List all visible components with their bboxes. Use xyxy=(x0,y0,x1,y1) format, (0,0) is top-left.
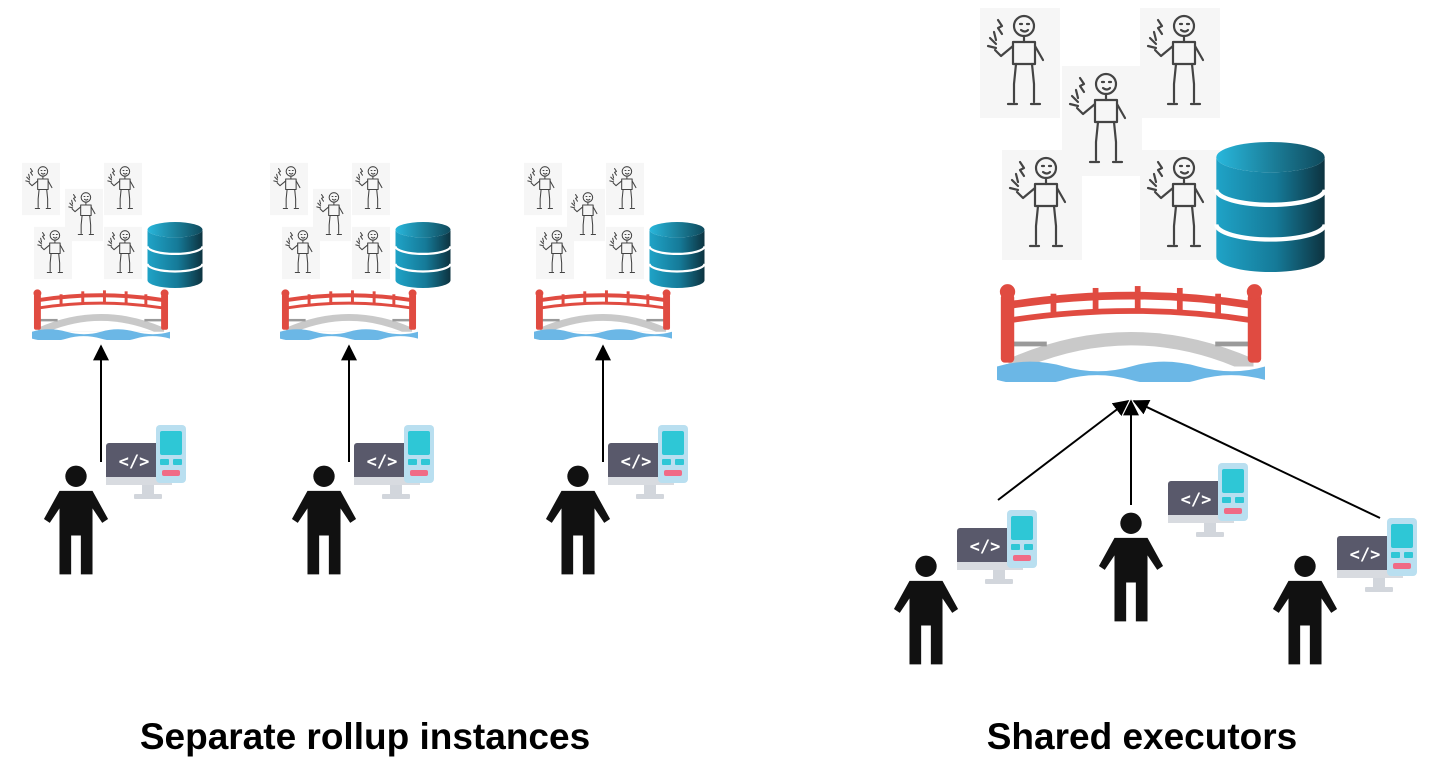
bridge-icon xyxy=(534,288,672,340)
robot-executor-icon xyxy=(606,226,644,280)
code-device-icon xyxy=(608,425,688,499)
rollup-instance xyxy=(270,162,452,575)
code-device-icon xyxy=(354,425,434,499)
shared-executors-panel xyxy=(893,8,1417,665)
robot-executor-icon xyxy=(270,162,308,216)
database-icon xyxy=(146,222,204,288)
robot-executor-icon xyxy=(104,162,142,216)
user-icon xyxy=(43,465,109,575)
robot-executor-icon xyxy=(22,162,60,216)
user-icon xyxy=(1272,555,1338,665)
bridge-icon xyxy=(32,288,170,340)
user-icon xyxy=(291,465,357,575)
arrow xyxy=(997,400,1130,501)
robot-executor-icon xyxy=(524,162,562,216)
rollup-instance xyxy=(22,162,204,575)
user-icon xyxy=(1098,512,1164,622)
rollup-instance xyxy=(524,162,706,575)
bridge-icon xyxy=(997,284,1265,385)
database-icon xyxy=(1216,142,1324,272)
robot-executor-icon xyxy=(34,226,72,280)
code-device-icon xyxy=(957,510,1037,584)
robot-executor-icon xyxy=(352,226,390,280)
left-panel-caption: Separate rollup instances xyxy=(139,716,591,757)
arrow xyxy=(1132,399,1381,519)
bridge-icon xyxy=(280,288,418,340)
robot-executor-icon xyxy=(606,162,644,216)
code-device-icon xyxy=(1337,518,1417,592)
robot-executor-icon xyxy=(282,226,320,280)
separate-instances-panel xyxy=(22,162,706,575)
user-icon xyxy=(893,555,959,665)
database-icon xyxy=(648,222,706,288)
database-icon xyxy=(394,222,452,288)
code-device-icon xyxy=(1168,463,1248,537)
robot-executor-icon xyxy=(1140,150,1220,260)
robot-executor-icon xyxy=(104,226,142,280)
right-panel-caption: Shared executors xyxy=(986,716,1298,757)
user-icon xyxy=(545,465,611,575)
code-device-icon xyxy=(106,425,186,499)
robot-executor-icon xyxy=(1002,150,1082,260)
robot-executor-icon xyxy=(1140,8,1220,118)
robot-executor-icon xyxy=(536,226,574,280)
robot-executor-icon xyxy=(980,8,1060,118)
robot-executor-icon xyxy=(352,162,390,216)
